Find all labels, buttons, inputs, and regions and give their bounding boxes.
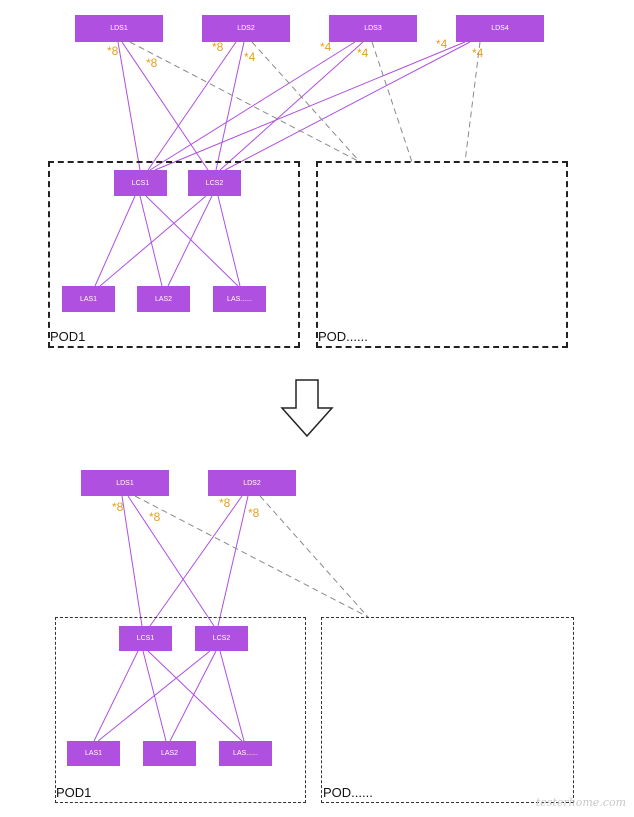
lcs2-node: LCS2 (188, 170, 241, 196)
link-lds3-lcs2 (219, 41, 364, 171)
las2-node: LAS2 (137, 286, 190, 312)
dashed-link-lds1-pod2 (129, 41, 361, 163)
multiplier-label: *8 (248, 506, 260, 520)
watermark: testerhome.com (535, 796, 626, 809)
dashed-link-lds2-pod2 (251, 41, 361, 163)
link-lds1-lcs1 (117, 41, 141, 171)
lcs2-node: LCS2 (195, 626, 248, 651)
link-lcs1-las2 (139, 195, 163, 287)
pod2-container (321, 617, 574, 803)
multiplier-label: *4 (320, 40, 332, 54)
multiplier-label: *4 (436, 37, 448, 51)
link-b-lcs1-las1 (93, 650, 139, 742)
multiplier-label: *4 (357, 46, 369, 60)
las1-node: LAS1 (62, 286, 115, 312)
multiplier-label: *8 (112, 500, 124, 514)
las1-node: LAS1 (67, 741, 120, 766)
dashed-link-lds4-pod2 (464, 41, 481, 163)
multiplier-label: *8 (212, 40, 224, 54)
link-lcs2-las1 (99, 195, 207, 287)
dashed-link-b-lds1-pod2 (134, 495, 369, 618)
lds2-node: LDS2 (208, 470, 296, 496)
lds4-node: LDS4 (456, 15, 544, 42)
lcs1-node: LCS1 (114, 170, 167, 196)
down-arrow-icon (280, 379, 334, 438)
dashed-link-b-lds2-pod2 (259, 495, 369, 618)
link-b-lds1-lcs2 (127, 495, 215, 627)
dashed-link-lds3-pod2 (371, 41, 413, 163)
link-lds1-lcs2 (121, 41, 209, 171)
link-lcs1-las3 (145, 195, 239, 287)
link-b-lcs1-las3 (147, 650, 243, 742)
link-lds4-lcs1 (154, 41, 466, 171)
multiplier-label: *8 (107, 44, 119, 58)
pod1-container (55, 617, 306, 803)
lds3-node: LDS3 (329, 15, 417, 42)
pod1-label: POD1 (50, 329, 86, 344)
link-b-lcs2-las3 (219, 650, 245, 742)
link-b-lds1-lcs1 (121, 495, 143, 627)
link-b-lcs2-las2 (169, 650, 217, 742)
lds1-node: LDS1 (75, 15, 163, 42)
multiplier-label: *4 (244, 50, 256, 64)
link-lds3-lcs1 (149, 41, 356, 171)
las3-node: LAS...... (219, 741, 272, 766)
link-lcs2-las3 (217, 195, 241, 287)
link-lds4-lcs2 (224, 41, 471, 171)
link-lcs1-las1 (94, 195, 136, 287)
pod2-label: POD...... (318, 329, 368, 344)
link-lcs2-las2 (167, 195, 213, 287)
multiplier-label: *8 (149, 510, 161, 524)
multiplier-label: *8 (219, 496, 231, 510)
lcs1-node: LCS1 (119, 626, 172, 651)
las3-node: LAS...... (213, 286, 266, 312)
link-lds2-lcs1 (147, 41, 237, 171)
lds2-node: LDS2 (202, 15, 290, 42)
las2-node: LAS2 (143, 741, 196, 766)
pod1-label: POD1 (56, 785, 92, 800)
link-b-lcs2-las1 (97, 650, 211, 742)
pod1-container (48, 161, 300, 348)
link-b-lds2-lcs1 (149, 495, 243, 627)
pod2-container (316, 161, 568, 348)
multiplier-label: *8 (146, 56, 158, 70)
multiplier-label: *4 (472, 46, 484, 60)
link-lds2-lcs2 (215, 41, 245, 171)
link-b-lds2-lcs2 (217, 495, 249, 627)
pod2-label: POD...... (323, 785, 373, 800)
lds1-node: LDS1 (81, 470, 169, 496)
